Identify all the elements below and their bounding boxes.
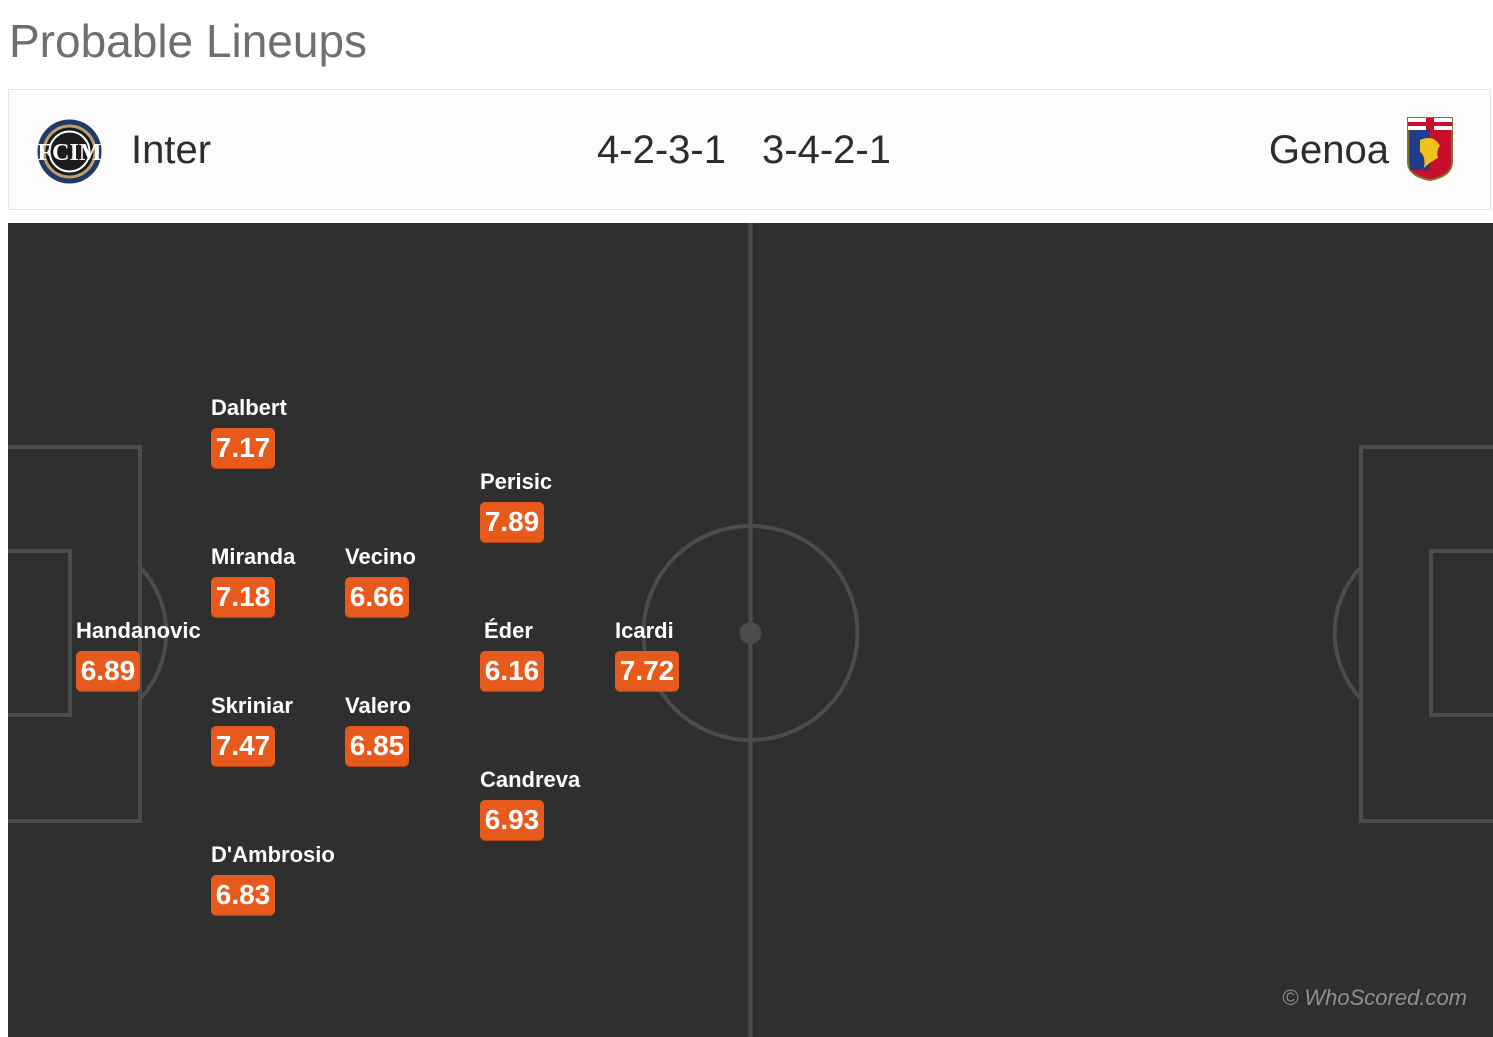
player-rating-badge: 6.66 bbox=[345, 577, 409, 617]
player-rating-badge: 7.89 bbox=[480, 502, 544, 542]
away-formation: 3-4-2-1 bbox=[762, 128, 891, 172]
player-rating-badge: 7.18 bbox=[211, 577, 275, 617]
player-rating-badge: 6.93 bbox=[480, 800, 544, 840]
player-name[interactable]: Éder bbox=[484, 618, 533, 643]
player-rating-badge: 6.16 bbox=[480, 651, 544, 691]
home-formation: 4-2-3-1 bbox=[597, 128, 726, 172]
player-name[interactable]: Dalbert bbox=[211, 395, 287, 420]
player-rating-badge: 7.72 bbox=[615, 651, 679, 691]
watermark: © WhoScored.com bbox=[1282, 985, 1467, 1010]
player-name[interactable]: Vecino bbox=[345, 544, 416, 569]
player-rating-badge: 6.85 bbox=[345, 726, 409, 766]
player-rating-badge: 7.17 bbox=[211, 428, 275, 468]
player-name[interactable]: Valero bbox=[345, 693, 412, 718]
player-name[interactable]: Handanovic bbox=[76, 618, 201, 643]
genoa-crest-icon bbox=[1406, 116, 1454, 182]
player-name[interactable]: Icardi bbox=[615, 618, 674, 643]
home-team-name: Inter bbox=[131, 128, 212, 172]
player-name[interactable]: Candreva bbox=[480, 767, 581, 792]
player-rating-badge: 6.89 bbox=[76, 651, 140, 691]
player-rating-badge: 6.83 bbox=[211, 875, 275, 915]
player-rating-badge: 7.47 bbox=[211, 726, 275, 766]
player-name[interactable]: Skriniar bbox=[211, 693, 293, 718]
away-team-name: Genoa bbox=[1268, 128, 1389, 172]
player-name[interactable]: D'Ambrosio bbox=[211, 842, 335, 867]
player-name[interactable]: Miranda bbox=[211, 544, 296, 569]
page-title: Probable Lineups bbox=[9, 15, 368, 67]
svg-text:FCIM: FCIM bbox=[38, 140, 102, 166]
match-header bbox=[8, 89, 1491, 210]
player-name[interactable]: Perisic bbox=[480, 469, 553, 494]
inter-crest-icon: FCIM bbox=[36, 118, 103, 185]
pitch-markings bbox=[8, 223, 1493, 1037]
